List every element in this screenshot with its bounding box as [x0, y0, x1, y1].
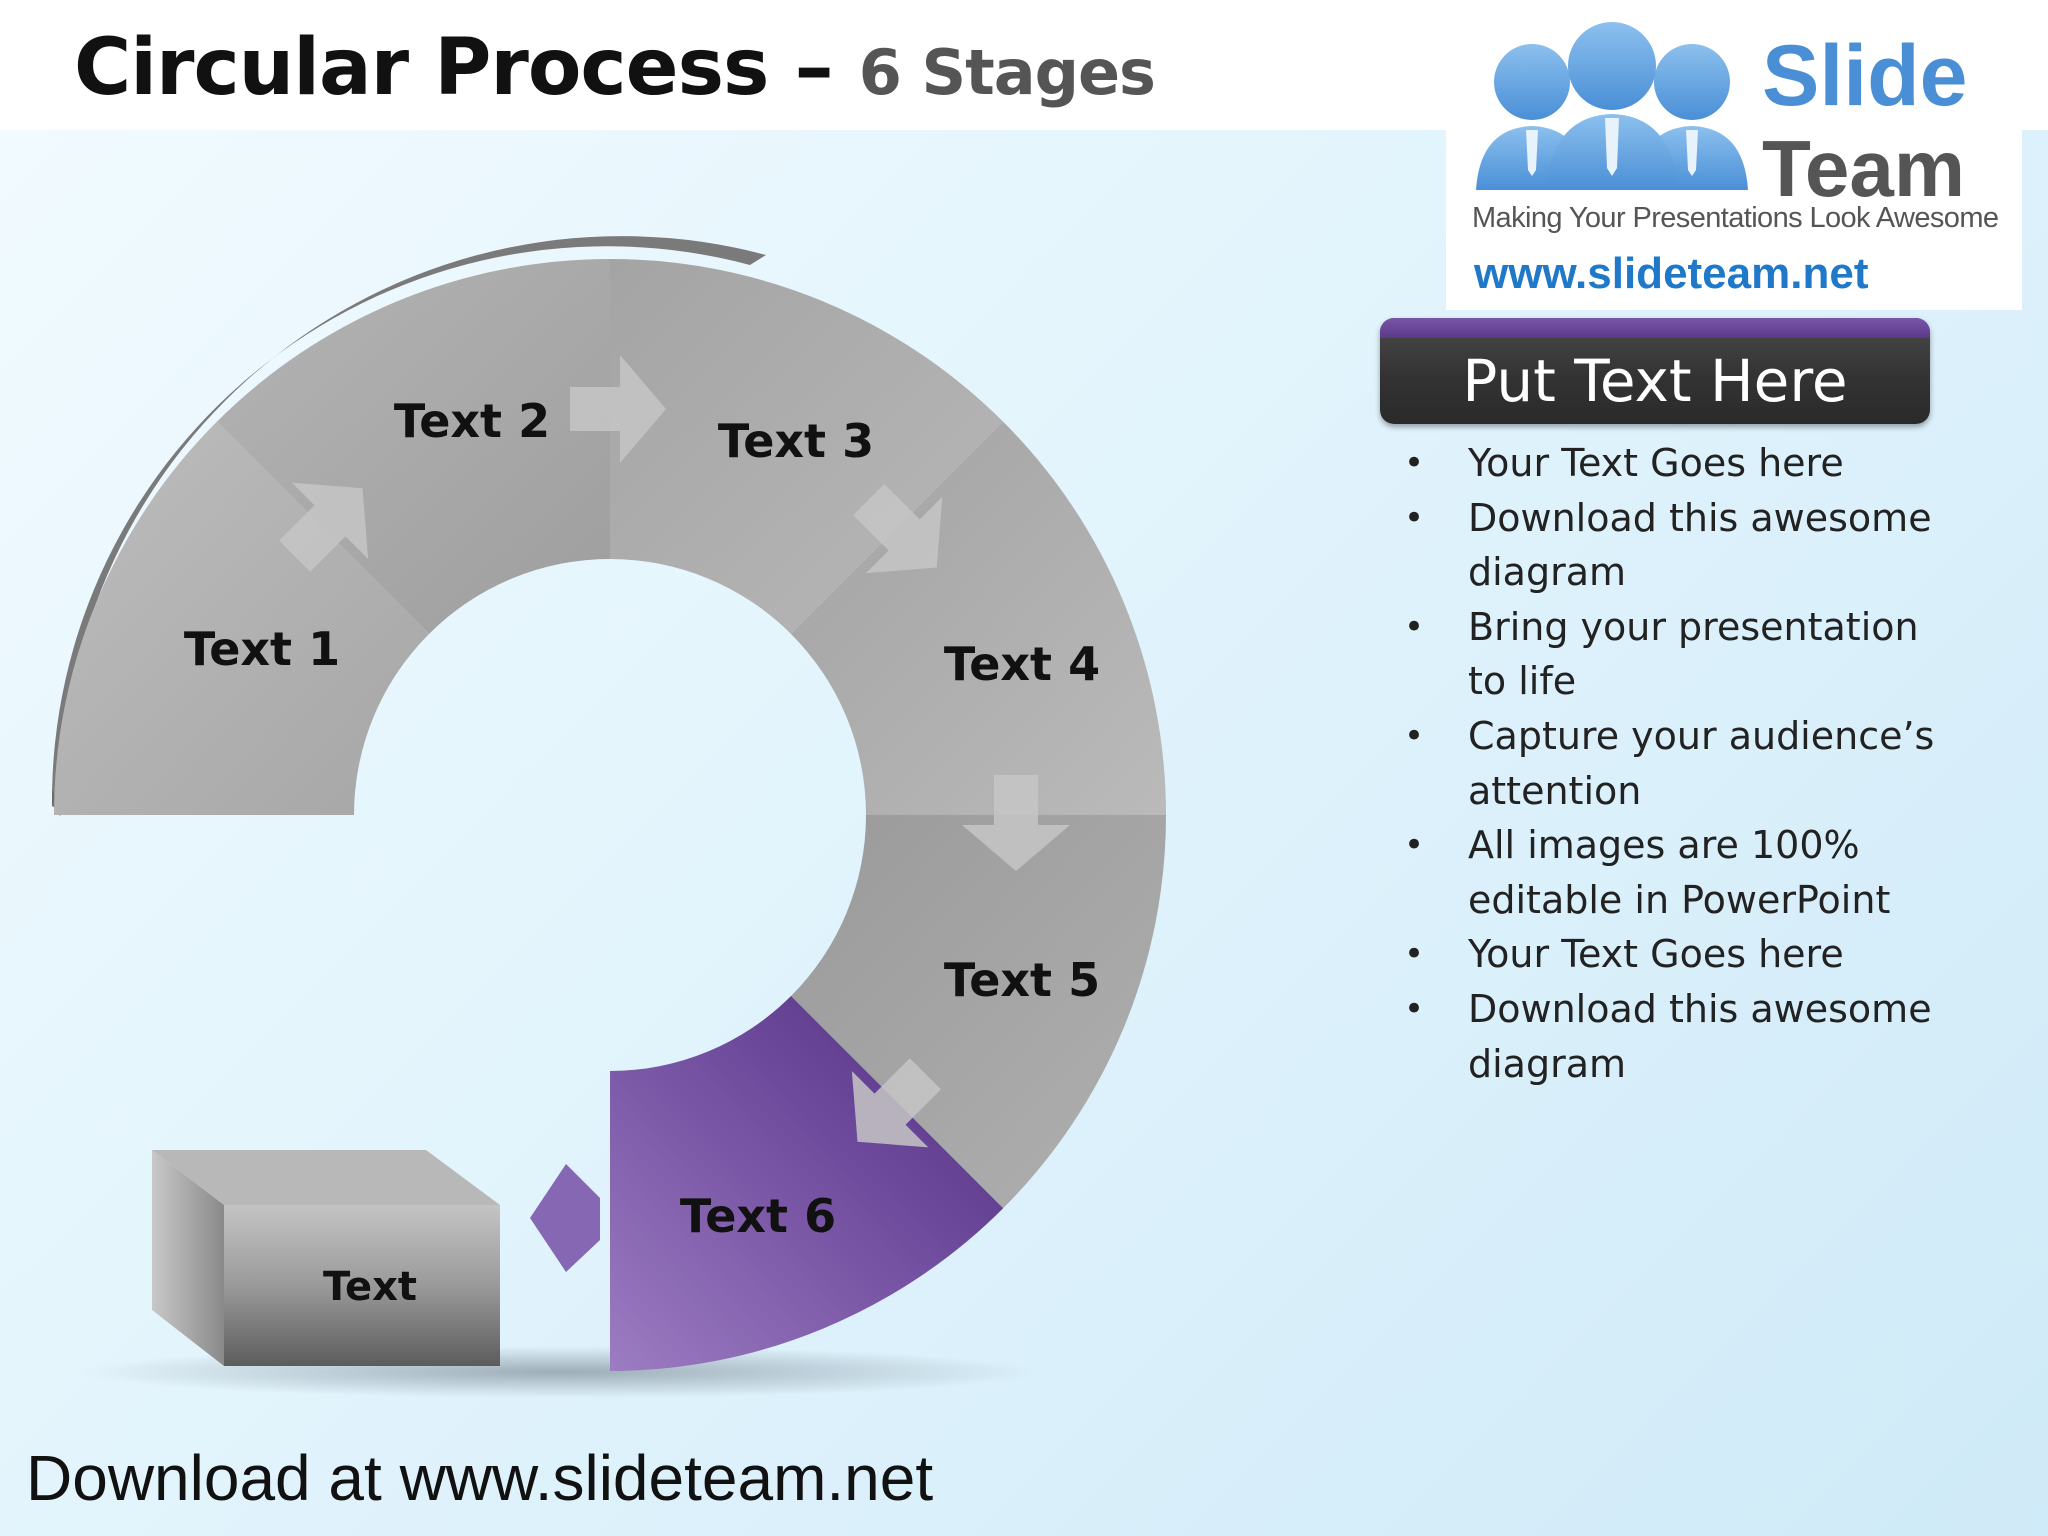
- bullet-text: Bring your presentation to life: [1468, 605, 1919, 704]
- list-item: • Bring your presentation to life: [1400, 600, 1960, 709]
- bullet-dot-icon: •: [1404, 818, 1424, 873]
- slideteam-logo: Slide Team Making Your Presentations Loo…: [1446, 20, 2022, 310]
- panel-header: Put Text Here: [1380, 318, 1930, 424]
- box-label: Text: [323, 1264, 417, 1310]
- bullet-dot-icon: •: [1404, 709, 1424, 764]
- list-item: • All images are 100% editable in PowerPo…: [1400, 818, 1960, 927]
- bullet-dot-icon: •: [1404, 491, 1424, 546]
- bullet-dot-icon: •: [1404, 982, 1424, 1037]
- logo-tagline: Making Your Presentations Look Awesome: [1472, 200, 2012, 236]
- output-box: Text: [152, 1150, 500, 1366]
- bullet-text: Capture your audience’s attention: [1468, 714, 1934, 813]
- bullet-text: Download this awesome diagram: [1468, 987, 1932, 1086]
- bullet-list: • Your Text Goes here • Download this awes…: [1400, 436, 1960, 1091]
- list-item: • Your Text Goes here: [1400, 927, 1960, 982]
- bullet-text: Download this awesome diagram: [1468, 496, 1932, 595]
- stage-label-4: Text 4: [944, 637, 1100, 691]
- bullet-text: Your Text Goes here: [1468, 932, 1844, 976]
- panel-header-accent: [1380, 318, 1930, 338]
- exit-arrow: [530, 1164, 600, 1272]
- stage-label-3: Text 3: [718, 414, 874, 468]
- stage-label-6: Text 6: [680, 1189, 836, 1243]
- bullet-dot-icon: •: [1404, 927, 1424, 982]
- bullet-text: All images are 100% editable in PowerPoi…: [1468, 823, 1890, 922]
- bullet-dot-icon: •: [1404, 436, 1424, 491]
- footer-download-text: Download at www.slideteam.net: [26, 1438, 933, 1518]
- list-item: • Download this awesome diagram: [1400, 491, 1960, 600]
- stage-label-5: Text 5: [944, 953, 1100, 1007]
- bullet-dot-icon: •: [1404, 600, 1424, 655]
- stage-label-1: Text 1: [184, 622, 340, 676]
- list-item: • Download this awesome diagram: [1400, 982, 1960, 1091]
- list-item: • Your Text Goes here: [1400, 436, 1960, 491]
- circular-process-diagram: Text Text 1 Text 2 Text 3 Text 4 Text 5 Text …: [0, 0, 1200, 1420]
- list-item: • Capture your audience’s attention: [1400, 709, 1960, 818]
- stage-label-2: Text 2: [394, 394, 550, 448]
- bullet-text: Your Text Goes here: [1468, 441, 1844, 485]
- panel-header-title: Put Text Here: [1380, 338, 1930, 424]
- logo-wordmark-slide: Slide: [1762, 26, 1968, 126]
- logo-url: www.slideteam.net: [1474, 246, 2014, 302]
